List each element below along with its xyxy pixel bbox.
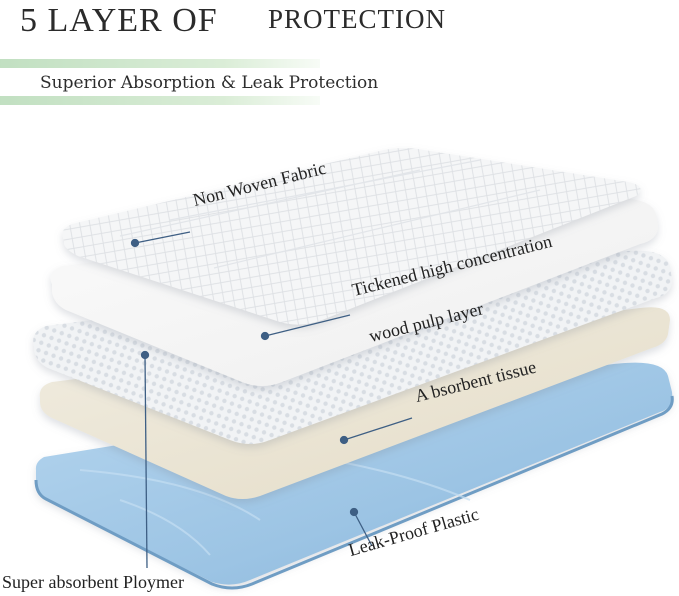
callout-dot-tissue — [341, 437, 348, 444]
callout-dot-plastic — [351, 509, 358, 516]
callout-dot-pulp — [262, 333, 269, 340]
label-super-absorbent-polymer: Super absorbent Ploymer — [2, 572, 184, 593]
callout-dot-polymer — [142, 352, 149, 359]
callout-dot-non-woven — [132, 240, 139, 247]
